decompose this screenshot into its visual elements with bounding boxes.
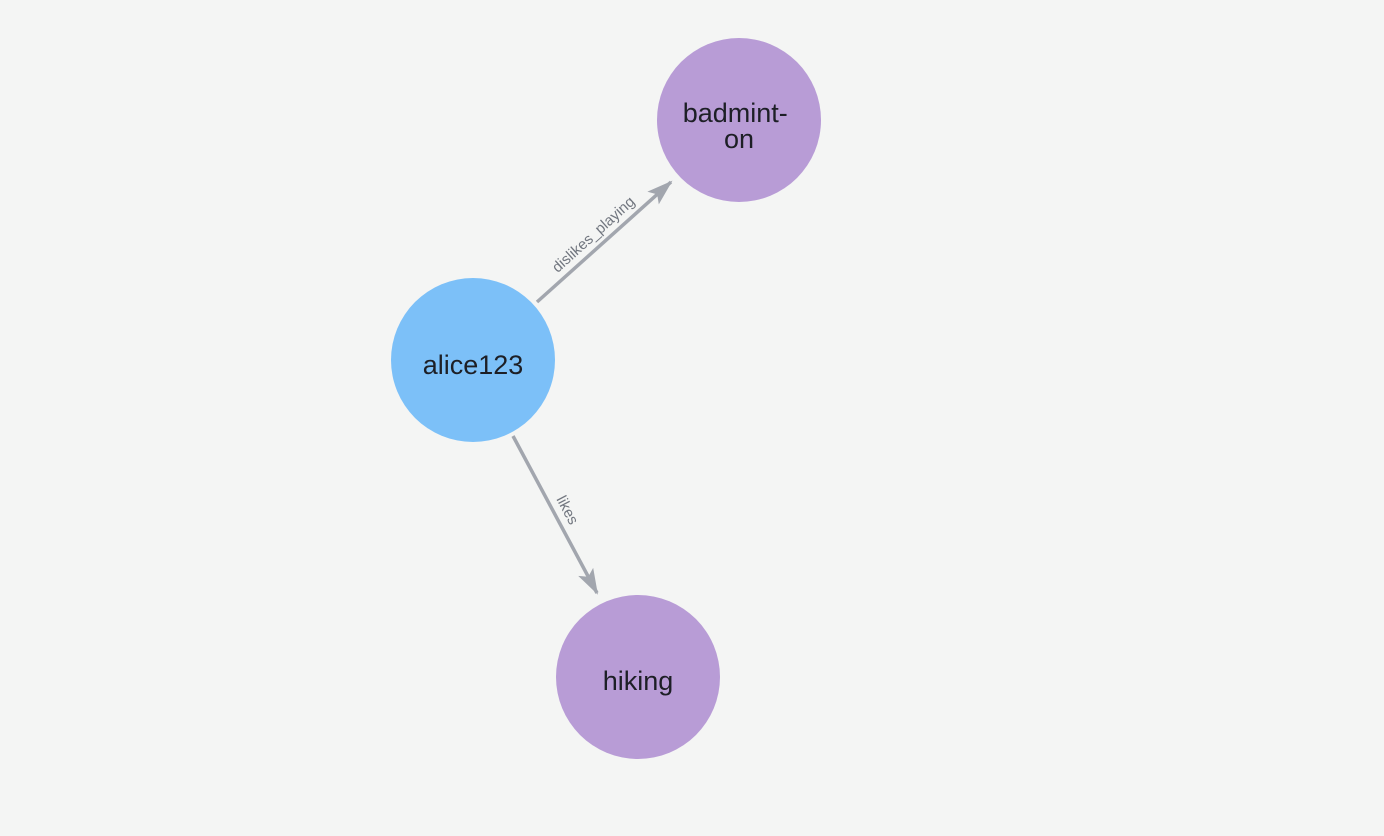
node-hiking[interactable]: hiking — [556, 595, 720, 759]
node-alice123[interactable]: alice123 — [391, 278, 555, 442]
node-label-badminton: badmint- on — [683, 98, 796, 154]
edge-line-likes[interactable] — [511, 435, 599, 595]
node-circle-badminton[interactable] — [657, 38, 821, 202]
node-circle-alice123[interactable] — [391, 278, 555, 442]
node-label-alice123: alice123 — [423, 350, 524, 380]
node-label-hiking: hiking — [603, 666, 674, 696]
edge-dislikes-playing[interactable]: dislikes_playing — [535, 180, 673, 304]
edge-label-dislikes-playing: dislikes_playing — [549, 193, 638, 276]
edge-line-dislikes-playing[interactable] — [535, 180, 673, 304]
node-badminton[interactable]: badmint- on — [657, 38, 821, 202]
edge-label-likes: likes — [553, 493, 582, 527]
node-circle-hiking[interactable] — [556, 595, 720, 759]
edge-likes[interactable]: likes — [511, 435, 599, 595]
